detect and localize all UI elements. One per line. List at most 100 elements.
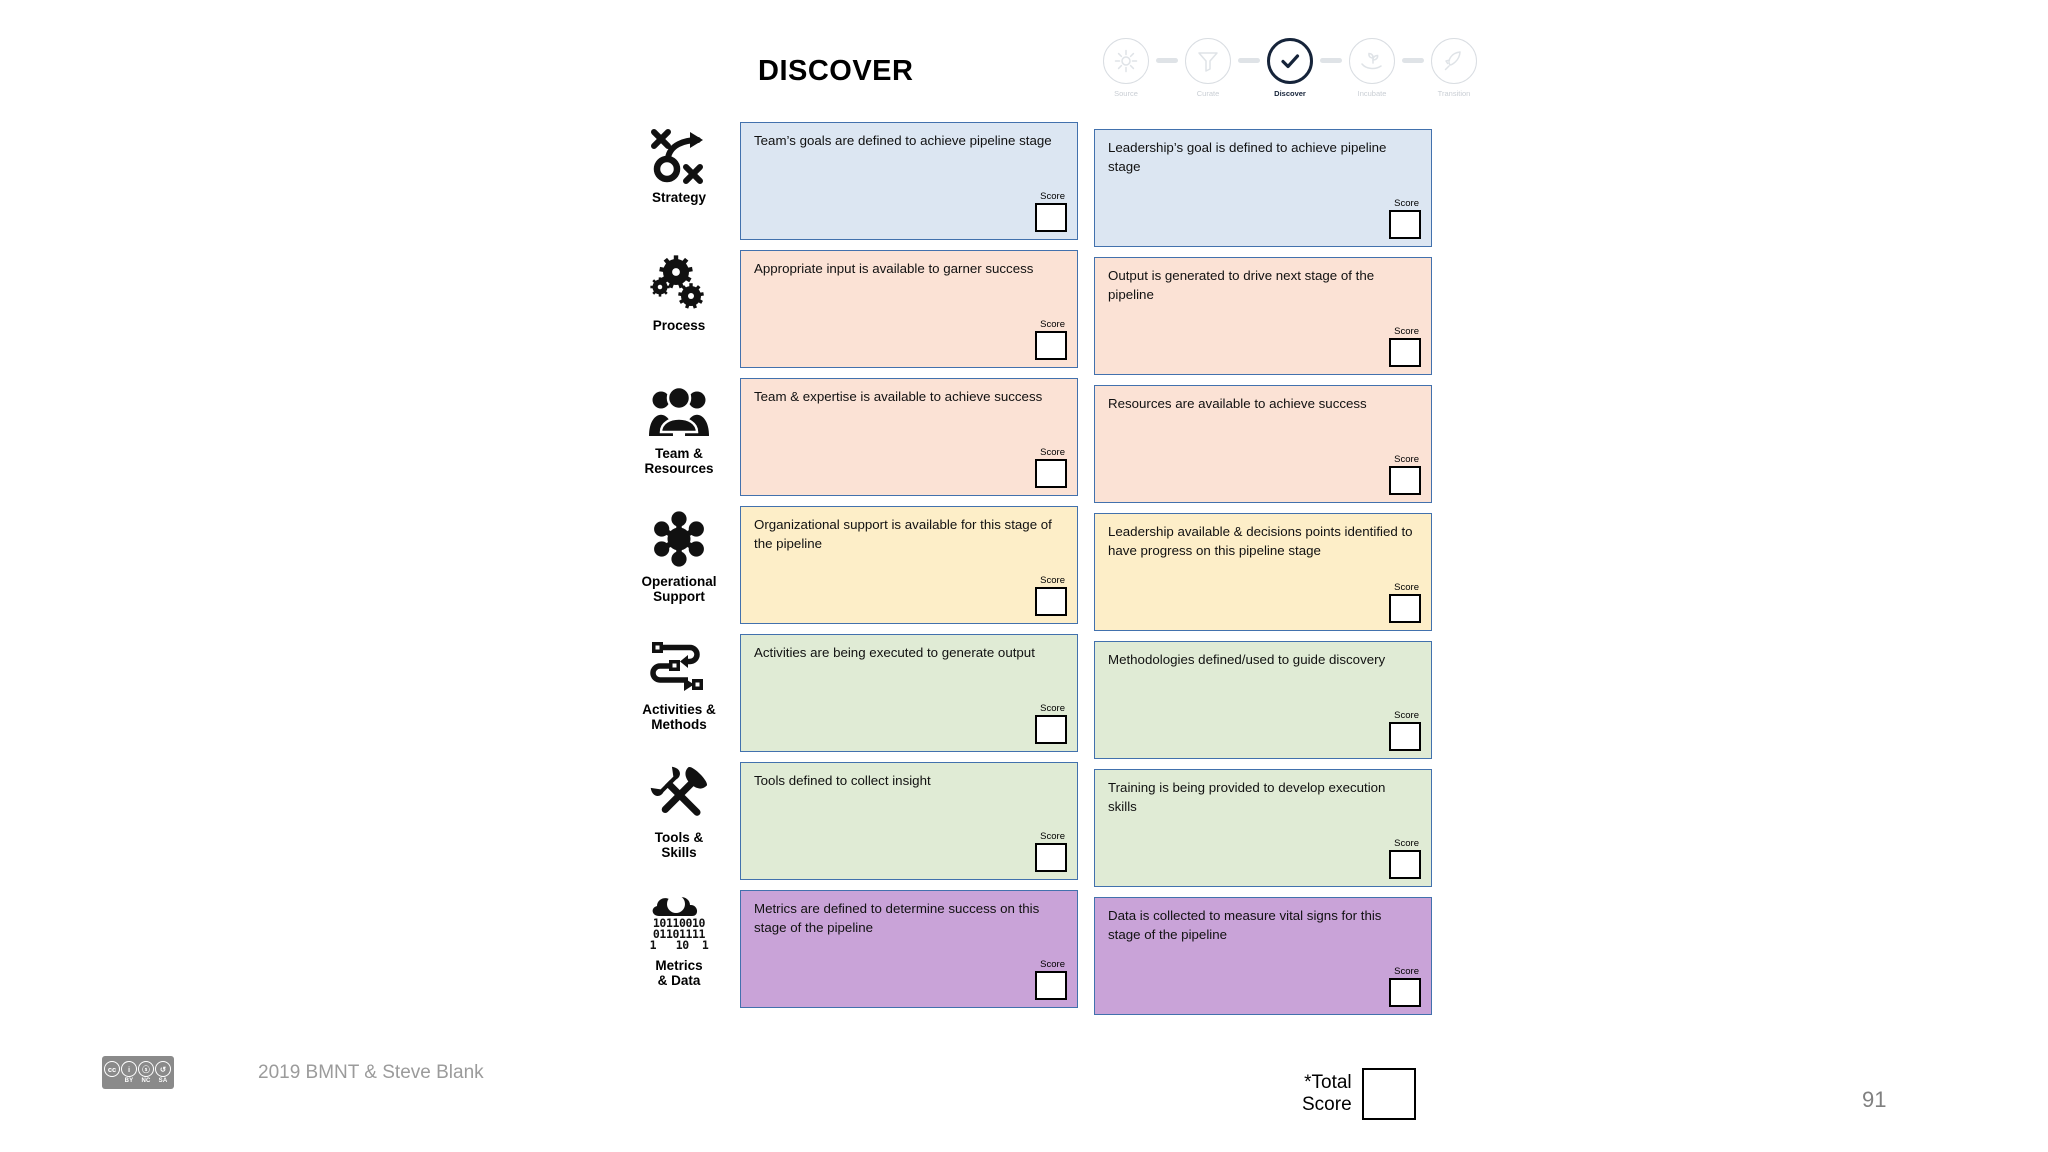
score-input[interactable]	[1035, 971, 1067, 1000]
category-label: Metrics& Data	[655, 958, 703, 989]
stepper-step-curate[interactable]: Curate	[1182, 38, 1234, 98]
score-label: Score	[1040, 703, 1065, 714]
statement-card-right[interactable]: Output is generated to drive next stage …	[1094, 257, 1432, 375]
category-label: Tools &Skills	[654, 830, 704, 861]
svg-text:01101111: 01101111	[653, 927, 706, 941]
category-label: Strategy	[651, 190, 707, 205]
statement-card-right[interactable]: Leadership available & decisions points …	[1094, 513, 1432, 631]
score-label: Score	[1040, 191, 1065, 202]
statement-card-right[interactable]: Training is being provided to develop ex…	[1094, 769, 1432, 887]
flowchart-icon	[648, 634, 710, 700]
funnel-icon	[1185, 38, 1231, 84]
statement-card-right[interactable]: Methodologies defined/used to guide disc…	[1094, 641, 1432, 759]
statement-card-right[interactable]: Resources are available to achieve succe…	[1094, 385, 1432, 503]
total-score-input[interactable]	[1361, 1068, 1416, 1120]
statement-card-left[interactable]: Activities are being executed to generat…	[740, 634, 1078, 752]
stepper-connector	[1238, 58, 1260, 63]
score-group: Score	[1385, 583, 1421, 623]
score-input[interactable]	[1389, 338, 1421, 367]
score-input[interactable]	[1035, 331, 1067, 360]
score-label: Score	[1040, 319, 1065, 330]
total-score-group: *Total Score	[1302, 1068, 1416, 1120]
score-group: Score	[1385, 199, 1421, 239]
sun-rays-icon	[1103, 38, 1149, 84]
score-input[interactable]	[1389, 722, 1421, 751]
stepper-step-incubate[interactable]: Incubate	[1346, 38, 1398, 98]
score-group: Score	[1385, 327, 1421, 367]
statement-card-left[interactable]: Organizational support is available for …	[740, 506, 1078, 624]
score-input[interactable]	[1389, 594, 1421, 623]
category-label: Process	[652, 318, 706, 333]
total-score-label-line2: Score	[1302, 1094, 1352, 1115]
score-label: Score	[1040, 959, 1065, 970]
score-label: Score	[1040, 447, 1065, 458]
statement-text: Activities are being executed to generat…	[754, 645, 1035, 660]
score-group: Score	[1031, 320, 1067, 360]
statement-card-right[interactable]: Data is collected to measure vital signs…	[1094, 897, 1432, 1015]
stepper-connector	[1156, 58, 1178, 63]
score-input[interactable]	[1035, 459, 1067, 488]
statement-card-left[interactable]: Team & expertise is available to achieve…	[740, 378, 1078, 496]
statement-card-right[interactable]: Leadership’s goal is defined to achieve …	[1094, 129, 1432, 247]
score-input[interactable]	[1389, 210, 1421, 239]
category-label: Activities &Methods	[642, 702, 716, 733]
statement-text: Appropriate input is available to garner…	[754, 261, 1034, 276]
strategy-play-icon	[648, 122, 710, 188]
cc-logo-text: cc	[104, 1061, 120, 1077]
score-input[interactable]	[1035, 715, 1067, 744]
hammer-wrench-icon	[648, 762, 710, 828]
category-cell: Activities &Methods	[620, 634, 738, 754]
stepper-step-source[interactable]: Source	[1100, 38, 1152, 98]
score-label: Score	[1394, 326, 1419, 337]
statement-text: Organizational support is available for …	[754, 517, 1052, 551]
score-group: Score	[1385, 967, 1421, 1007]
score-input[interactable]	[1035, 203, 1067, 232]
score-group: Score	[1031, 576, 1067, 616]
statement-text: Leadership available & decisions points …	[1108, 524, 1413, 558]
score-label: Score	[1040, 831, 1065, 842]
score-label: Score	[1394, 454, 1419, 465]
score-label: Score	[1394, 582, 1419, 593]
statement-card-left[interactable]: Metrics are defined to determine success…	[740, 890, 1078, 1008]
stepper-step-label: Incubate	[1357, 89, 1387, 98]
score-input[interactable]	[1389, 466, 1421, 495]
rocket-icon	[1431, 38, 1477, 84]
statement-card-left[interactable]: Team’s goals are defined to achieve pipe…	[740, 122, 1078, 240]
score-input[interactable]	[1389, 850, 1421, 879]
score-group: Score	[1385, 455, 1421, 495]
statement-text: Metrics are defined to determine success…	[754, 901, 1040, 935]
score-input[interactable]	[1389, 978, 1421, 1007]
copyright-text: 2019 BMNT & Steve Blank	[258, 1062, 484, 1083]
score-group: Score	[1385, 839, 1421, 879]
statement-card-left[interactable]: Appropriate input is available to garner…	[740, 250, 1078, 368]
page-number: 91	[1862, 1087, 1887, 1112]
statement-text: Output is generated to drive next stage …	[1108, 268, 1375, 302]
statement-text: Leadership’s goal is defined to achieve …	[1108, 140, 1387, 174]
score-group: Score	[1031, 448, 1067, 488]
hub-cluster-icon	[648, 506, 710, 572]
score-label: Score	[1394, 966, 1419, 977]
score-group: Score	[1031, 704, 1067, 744]
score-label: Score	[1394, 198, 1419, 209]
category-cell: Process	[620, 250, 738, 370]
score-group: Score	[1031, 192, 1067, 232]
hand-sprout-icon	[1349, 38, 1395, 84]
category-cell: Team &Resources	[620, 378, 738, 498]
stepper-step-transition[interactable]: Transition	[1428, 38, 1480, 98]
score-group: Score	[1031, 960, 1067, 1000]
stepper-connector	[1402, 58, 1424, 63]
statement-text: Team & expertise is available to achieve…	[754, 389, 1043, 404]
score-input[interactable]	[1035, 587, 1067, 616]
stepper-step-discover[interactable]: Discover	[1264, 38, 1316, 98]
cc-sa-icon: ↺SA	[155, 1061, 171, 1084]
score-input[interactable]	[1035, 843, 1067, 872]
